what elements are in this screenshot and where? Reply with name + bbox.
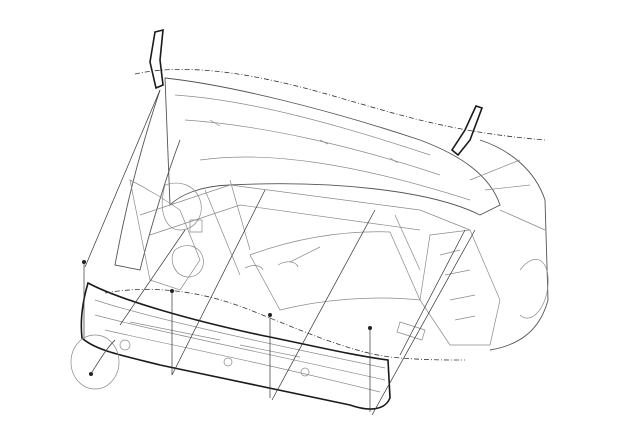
hood-seal-left xyxy=(149,28,164,90)
weatherstrip-path-upper xyxy=(134,68,546,141)
weatherstrip-path-lower xyxy=(104,288,466,361)
hood-seal-right xyxy=(450,105,484,157)
clip-fastener xyxy=(82,260,372,330)
guide-lines xyxy=(83,89,476,416)
detail-view-circle xyxy=(70,334,120,390)
vehicle-body xyxy=(114,77,549,351)
cowl-top-cover xyxy=(80,281,391,410)
